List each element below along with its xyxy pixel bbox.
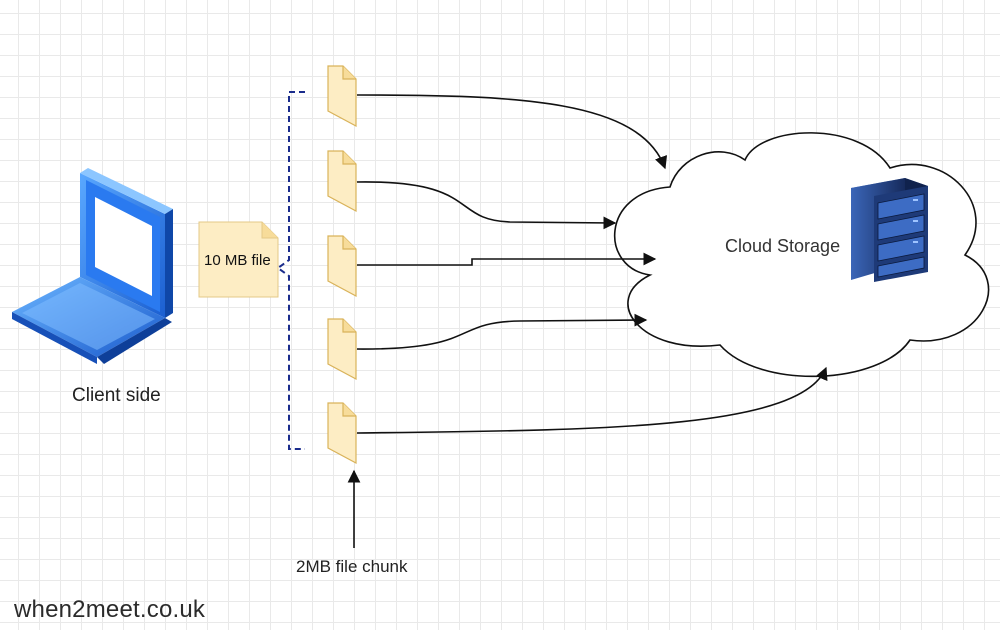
chunk-document-icon bbox=[327, 65, 357, 127]
chunk-document-icon bbox=[327, 402, 357, 464]
chunk-document-icon bbox=[327, 150, 357, 212]
file-chunk-label: 2MB file chunk bbox=[296, 557, 408, 576]
upload-arrow bbox=[357, 252, 657, 266]
chunk-document-icon bbox=[327, 235, 357, 297]
laptop-icon bbox=[12, 168, 173, 364]
chunk-document-icon bbox=[327, 318, 357, 380]
cloud-storage-label: Cloud Storage bbox=[725, 236, 841, 256]
server-rack-icon bbox=[851, 178, 928, 282]
chunk-bracket bbox=[276, 91, 305, 450]
upload-arrow bbox=[356, 313, 648, 350]
file-document-icon bbox=[198, 221, 279, 298]
upload-arrow bbox=[356, 366, 828, 434]
upload-arrow bbox=[356, 94, 668, 170]
client-side-label: Client side bbox=[72, 385, 161, 406]
file-size-label: 10 MB file bbox=[204, 252, 271, 269]
upload-arrow bbox=[356, 181, 617, 230]
watermark: when2meet.co.uk bbox=[14, 596, 206, 623]
